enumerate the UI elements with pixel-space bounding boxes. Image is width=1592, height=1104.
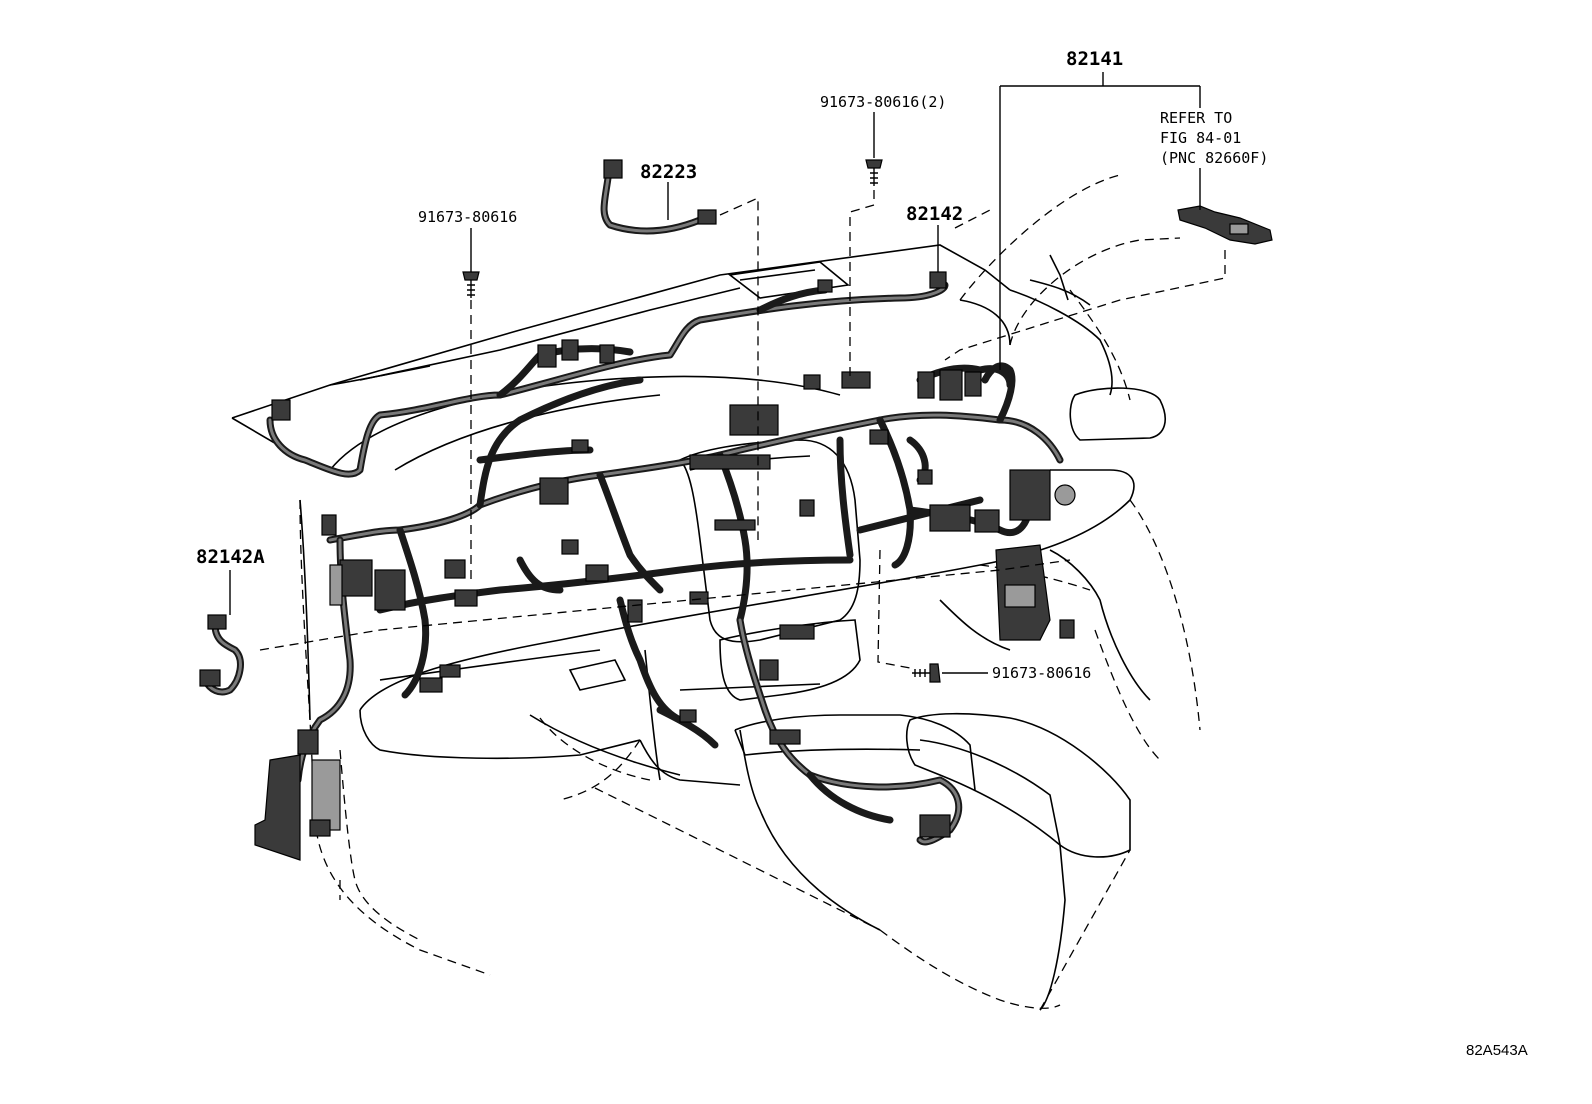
part-number-bolt-right: 91673-80616 <box>992 664 1092 682</box>
connector-icon <box>561 339 579 361</box>
phantom-body-outline <box>299 174 1201 1011</box>
refer-note-line-2: FIG 84-01 <box>1160 129 1242 147</box>
sub-harness-82142A <box>199 614 244 696</box>
connector-icon <box>329 564 343 606</box>
connector-icon <box>689 454 771 470</box>
connector-icon <box>254 754 301 861</box>
install-dash-lines <box>259 190 1226 669</box>
relay-block-82660F <box>1177 205 1273 245</box>
connector-icon <box>444 559 466 579</box>
part-number-82141: 82141 <box>1066 48 1124 70</box>
connector-icon <box>1004 584 1036 608</box>
connector-icon <box>917 469 933 485</box>
connector-icon <box>817 279 833 293</box>
bolt-icon <box>865 159 883 186</box>
part-number-bolt-left: 91673-80616 <box>418 208 518 226</box>
connector-icon <box>1229 223 1249 235</box>
connector-icon <box>454 589 478 607</box>
connector-icon <box>841 371 871 389</box>
connector-icon <box>374 569 406 611</box>
part-number-82142A: 82142A <box>196 546 265 568</box>
connector-icon <box>803 374 821 390</box>
connector-icon <box>1009 469 1051 521</box>
connector-icon <box>929 504 971 532</box>
connector-icon <box>627 599 643 623</box>
connector-icon <box>697 209 717 225</box>
part-number-82223: 82223 <box>640 161 698 183</box>
connector-icon <box>974 509 1000 533</box>
figure-code: 82A543A <box>1466 1042 1528 1059</box>
connector-icon <box>1177 205 1273 245</box>
connector-icon <box>729 404 779 436</box>
part-number-82142: 82142 <box>906 203 964 225</box>
connector-icon <box>964 371 982 397</box>
bolt-icon <box>912 663 941 683</box>
connector-icon <box>309 819 331 837</box>
connector-icon <box>714 519 756 531</box>
connector-icon <box>779 624 815 640</box>
refer-note-line-1: REFER TO <box>1160 109 1233 127</box>
connector-icon <box>571 439 589 453</box>
connector-icon <box>929 271 947 289</box>
connector-icon <box>939 369 963 401</box>
connector-icon <box>585 564 609 582</box>
connector-icon <box>603 159 623 179</box>
connector-icon <box>1054 484 1076 506</box>
connector-icon <box>869 429 889 445</box>
connector-icon <box>339 559 373 597</box>
leader-lines <box>229 72 1201 674</box>
connector-icon <box>917 371 935 399</box>
connector-blocks <box>254 279 1076 861</box>
connector-icon <box>311 759 341 831</box>
connector-icon <box>207 614 227 630</box>
connector-icon <box>537 344 557 368</box>
connector-icon <box>769 729 801 745</box>
connector-icon <box>919 814 951 838</box>
connector-icon <box>759 659 779 681</box>
connector-icon <box>297 729 319 755</box>
connector-icon <box>561 539 579 555</box>
connector-icon <box>419 677 443 693</box>
connector-icon <box>1059 619 1075 639</box>
connector-icon <box>321 514 337 536</box>
connector-icon <box>439 664 461 678</box>
connector-icon <box>271 399 291 421</box>
bolt-icon <box>462 271 480 298</box>
connector-icon <box>799 499 815 517</box>
connector-icon <box>689 591 709 605</box>
part-number-bolt-top: 91673-80616(2) <box>820 93 947 111</box>
connector-icon <box>679 709 697 723</box>
connector-82142 <box>929 271 947 289</box>
connector-icon <box>539 477 569 505</box>
sub-harness-82223 <box>600 159 717 235</box>
connector-icon <box>599 344 615 364</box>
refer-note-line-3: (PNC 82660F) <box>1160 149 1269 167</box>
connector-icon <box>199 669 221 687</box>
